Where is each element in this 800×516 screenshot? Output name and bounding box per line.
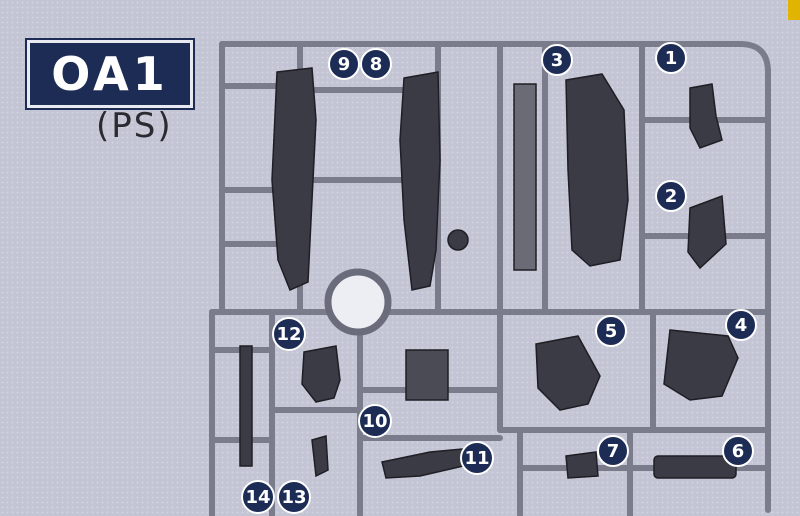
svg-text:5: 5 <box>605 321 618 342</box>
part-8-shape <box>399 71 441 291</box>
part-13-shape <box>311 435 329 478</box>
part-badge-7[interactable]: 7 <box>597 435 629 467</box>
part-6-shape <box>653 455 737 479</box>
part-badge-1[interactable]: 1 <box>655 42 687 74</box>
part-badge-10[interactable]: 10 <box>358 404 392 438</box>
part-number-badges: 1 2 3 4 5 6 7 8 9 10 11 12 13 14 <box>241 42 757 514</box>
svg-text:4: 4 <box>735 315 748 336</box>
parts <box>239 67 739 479</box>
part-badge-9[interactable]: 9 <box>328 48 360 80</box>
part-11-shape <box>381 447 475 479</box>
part-12-shape <box>301 345 341 403</box>
part-badge-4[interactable]: 4 <box>725 309 757 341</box>
corner-mark <box>788 0 800 20</box>
part-8-detail <box>447 229 469 251</box>
sprue-gate-circle <box>324 268 392 336</box>
part-7-shape <box>565 451 599 479</box>
part-9-shape <box>271 67 317 292</box>
part-1-shape <box>689 83 723 149</box>
part-3-clear-strip <box>513 83 537 271</box>
part-14-shape <box>239 345 253 467</box>
svg-text:6: 6 <box>732 441 745 462</box>
svg-text:7: 7 <box>607 441 620 462</box>
material-label: (PS) <box>96 106 173 146</box>
part-badge-12[interactable]: 12 <box>272 317 306 351</box>
part-2-shape <box>687 194 727 270</box>
part-5-shape <box>535 335 601 411</box>
part-badge-2[interactable]: 2 <box>655 180 687 212</box>
svg-text:10: 10 <box>362 411 387 432</box>
svg-text:3: 3 <box>551 50 564 71</box>
part-badge-13[interactable]: 13 <box>277 480 311 514</box>
svg-text:2: 2 <box>665 186 678 207</box>
part-badge-5[interactable]: 5 <box>595 315 627 347</box>
svg-text:11: 11 <box>464 448 489 469</box>
svg-text:12: 12 <box>276 324 301 345</box>
part-badge-3[interactable]: 3 <box>541 44 573 76</box>
runner-code-label: OA1 <box>27 40 193 108</box>
part-center-block <box>405 349 449 401</box>
svg-text:9: 9 <box>338 54 351 75</box>
part-badge-11[interactable]: 11 <box>460 441 494 475</box>
part-badge-14[interactable]: 14 <box>241 480 275 514</box>
runner-code-text: OA1 <box>51 47 169 101</box>
part-4-shape <box>663 329 739 401</box>
svg-text:14: 14 <box>245 487 270 508</box>
part-badge-8[interactable]: 8 <box>360 48 392 80</box>
svg-text:1: 1 <box>665 48 678 69</box>
part-badge-6[interactable]: 6 <box>722 435 754 467</box>
part-3-shape <box>565 73 629 267</box>
svg-text:8: 8 <box>370 54 383 75</box>
svg-text:13: 13 <box>281 487 306 508</box>
